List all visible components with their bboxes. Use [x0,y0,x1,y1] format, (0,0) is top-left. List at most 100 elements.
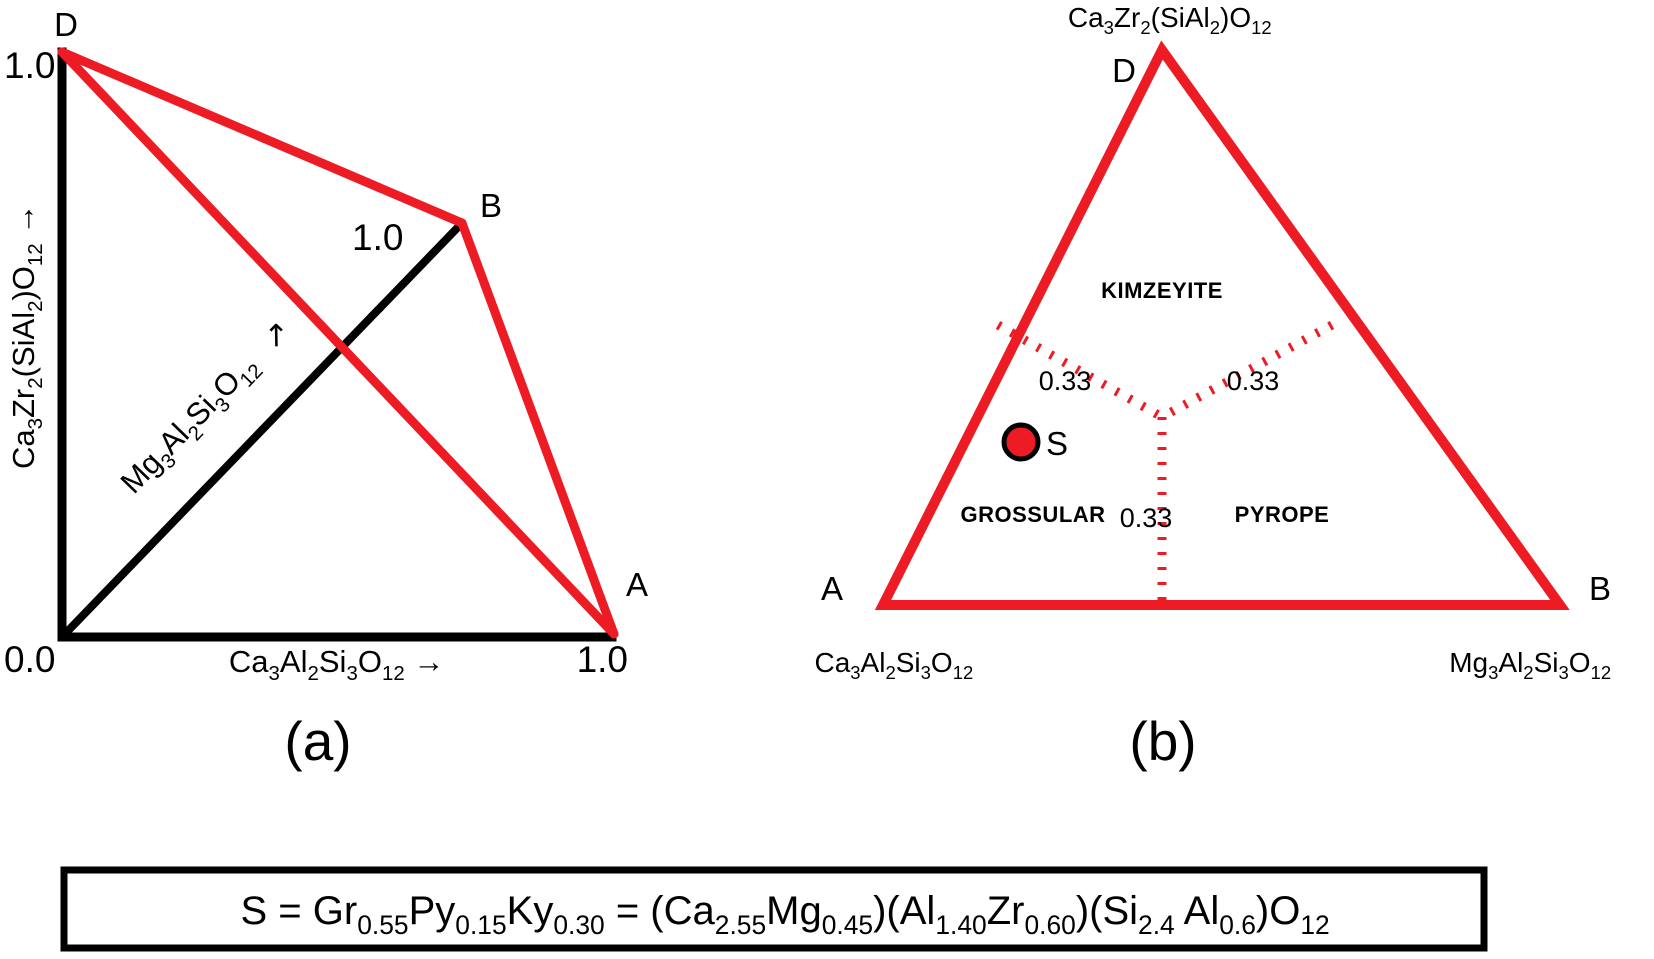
panel-a-xtick-max: 1.0 [577,639,628,680]
panel-b-boundary-value-bottom: 0.33 [1120,503,1173,533]
yaxis-part-0: Ca [6,429,41,469]
eq-part-16: Al [1175,889,1219,933]
panel-b-sample-point-label: S [1046,425,1068,462]
right-part-7: 12 [1591,662,1612,683]
panel-b-field-kimzeyite: KIMZEYITE [1101,278,1223,303]
left-part-0: Ca [814,647,850,678]
panel-a-vertex-label-A: A [626,566,648,603]
left-part-2: Al [861,647,886,678]
eq-part-19: 12 [1300,910,1329,940]
panel-a-ytick-max: 1.0 [4,45,55,86]
left-part-5: 3 [921,662,931,683]
eq-part-18: )O [1256,889,1300,933]
xaxis-part-1: 3 [269,662,280,685]
panel-a-caption: (a) [284,710,351,772]
panel-b-ternary-triangle [874,40,1570,610]
panel-b-boundary-left [995,321,1165,421]
left-part-4: Si [896,647,921,678]
panel-a-edge-D-B [57,47,467,228]
equation-box-border [60,866,1488,952]
yaxis-part-5: 2 [24,301,47,312]
apex-part-6: )O [1220,2,1251,33]
panel-a-x-axis-label: Ca3Al2Si3O12 → [169,644,488,685]
left-part-1: 3 [850,662,860,683]
eq-part-3: 0.15 [455,910,506,940]
xaxis-part-6: O [358,644,382,679]
left-part-7: 12 [953,662,974,683]
xaxis-part-3: 2 [308,662,319,685]
eq-part-7: 2.55 [715,910,766,940]
panel-a-edge-D-A [57,47,619,639]
panel-b-caption: (b) [1129,710,1196,772]
eq-part-10: )(Al [873,889,935,933]
eq-part-9: 0.45 [822,910,873,940]
apex-part-7: 12 [1251,17,1272,38]
apex-part-5: 2 [1210,17,1220,38]
panel-b-boundary-value-left: 0.33 [1039,366,1092,396]
eq-part-5: 0.30 [553,910,604,940]
right-part-5: 3 [1558,662,1568,683]
panel-b-left-formula: Ca3Al2Si3O12 [760,647,1012,685]
eq-part-11: 1.40 [935,910,986,940]
apex-part-3: 2 [1140,17,1150,38]
eq-part-15: 2.4 [1138,910,1175,940]
panel-b-vertex-label-D: D [1112,52,1136,89]
eq-part-13: 0.60 [1024,910,1075,940]
eq-part-8: Mg [766,889,822,933]
xaxis-part-4: Si [319,644,347,679]
panel-a-diagonal-axis-line [58,219,466,641]
apex-part-1: 3 [1104,17,1114,38]
left-part-3: 2 [885,662,895,683]
panel-b-vertex-label-B: B [1589,570,1611,607]
right-part-1: 3 [1488,662,1498,683]
panel-a-vertex-label-B: B [480,187,502,224]
eq-part-17: 0.6 [1219,910,1256,940]
panel-b-boundary-value-right: 0.33 [1227,366,1280,396]
yaxis-part-1: 3 [24,418,47,429]
right-part-2: Al [1498,647,1523,678]
yaxis-part-8: → [6,204,41,244]
panel-b-sample-point-marker[interactable] [1001,422,1041,462]
right-part-3: 2 [1523,662,1533,683]
panel-b-field-grossular: GROSSULAR [960,502,1105,527]
eq-part-14: )(Si [1076,889,1138,933]
eq-part-0: S = Gr [241,889,358,933]
xaxis-part-5: 3 [346,662,357,685]
eq-part-4: Ky [507,889,554,933]
panel-b: Ca3Zr2(SiAl2)O12 D KIMZEYITE GROSSULAR P… [760,2,1650,772]
xaxis-part-7: 12 [382,662,405,685]
panel-a: D B A 1.0 0.0 1.0 1.0 Ca3Zr2(SiAl2)O12 →… [4,6,648,772]
yaxis-part-7: 12 [24,243,47,266]
eq-part-6: = (Ca [605,889,716,933]
apex-part-2: Zr [1114,2,1140,33]
equation-text: S = Gr0.55Py0.15Ky0.30 = (Ca2.55Mg0.45)(… [163,889,1386,943]
panel-b-field-pyrope: PYROPE [1235,502,1330,527]
eq-part-2: Py [409,889,456,933]
equation-box: S = Gr0.55Py0.15Ky0.30 = (Ca2.55Mg0.45)(… [60,866,1488,952]
apex-part-4: (SiAl [1151,2,1210,33]
panel-b-right-formula: Mg3Al2Si3O12 [1395,647,1650,685]
xaxis-part-0: Ca [229,644,269,679]
panel-a-ytick-min: 0.0 [4,639,55,680]
right-part-4: Si [1534,647,1559,678]
yaxis-part-2: Zr [6,389,41,418]
panel-a-edge-B-A [457,218,619,639]
panel-b-boundary-right [1159,321,1335,421]
panel-a-vertex-label-D: D [54,6,78,43]
panel-b-apex-formula: Ca3Zr2(SiAl2)O12 [1013,2,1310,40]
left-part-6: O [931,647,953,678]
panel-a-y-axis-label: Ca3Zr2(SiAl2)O12 → [6,161,47,530]
eq-part-12: Zr [987,889,1025,933]
panel-b-vertex-label-A: A [821,570,843,607]
apex-part-0: Ca [1068,2,1104,33]
yaxis-part-3: 2 [24,377,47,388]
yaxis-part-6: )O [6,266,41,300]
yaxis-part-4: (SiAl [6,312,41,377]
eq-part-1: 0.55 [357,910,408,940]
panel-a-diagonal-tick-max: 1.0 [352,217,403,258]
right-part-0: Mg [1449,647,1488,678]
right-part-6: O [1569,647,1591,678]
xaxis-part-2: Al [280,644,308,679]
